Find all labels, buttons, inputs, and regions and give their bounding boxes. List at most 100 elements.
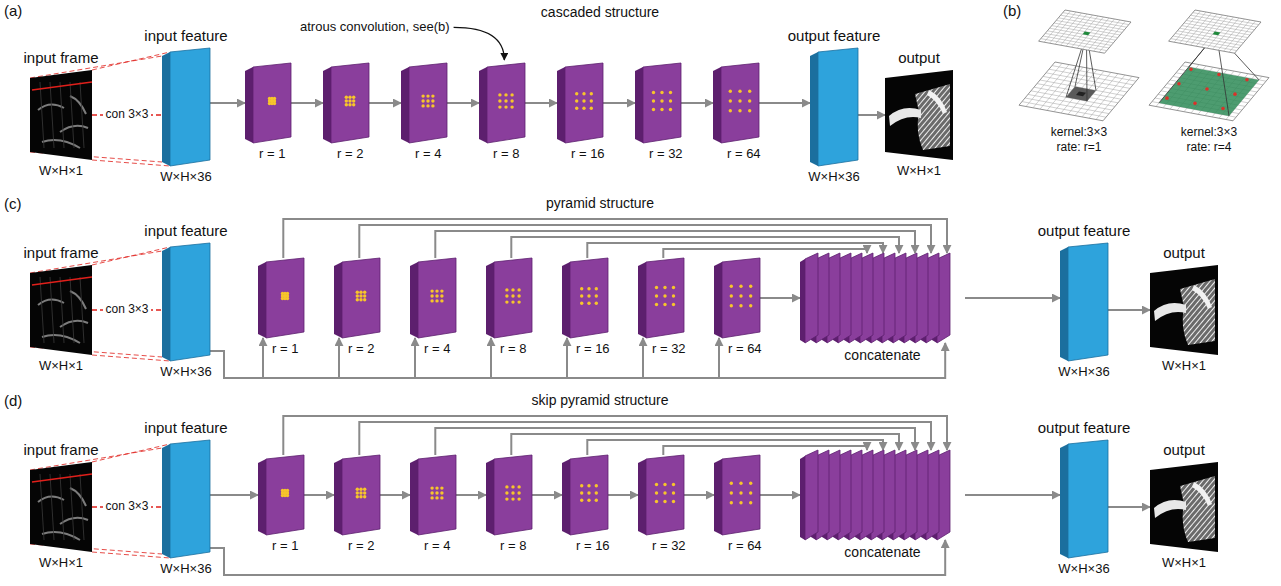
grid-line bbox=[1050, 28, 1116, 40]
grid-line bbox=[1045, 33, 1111, 45]
kernel-dot bbox=[590, 99, 593, 102]
input-frame-image: input frameW×H×1 bbox=[30, 70, 92, 160]
kernel-dot bbox=[1177, 82, 1181, 86]
connector bbox=[608, 494, 638, 496]
scan-line bbox=[40, 82, 44, 148]
kernel-dot bbox=[739, 491, 742, 494]
kernel-dot bbox=[505, 497, 508, 500]
frame-background bbox=[30, 462, 92, 552]
kernel-dot bbox=[498, 105, 501, 108]
block-heading: input feature bbox=[144, 419, 227, 436]
kernel-dot bbox=[356, 488, 359, 491]
kernel-dot bbox=[590, 107, 593, 110]
kernel-dot bbox=[652, 91, 655, 94]
block-shape bbox=[162, 440, 210, 558]
edge-label: con 3×3 bbox=[103, 500, 150, 514]
connector bbox=[435, 231, 915, 258]
atrous-conv-block: r = 64 bbox=[714, 258, 760, 338]
projection-line bbox=[92, 160, 170, 166]
connector bbox=[456, 494, 486, 496]
block-shape bbox=[713, 63, 759, 143]
slab-front bbox=[1068, 440, 1108, 558]
block-caption: r = 8 bbox=[500, 342, 526, 357]
block-caption: W×H×1 bbox=[1162, 556, 1206, 571]
echo-curve bbox=[70, 96, 86, 114]
grid-line bbox=[1047, 31, 1113, 43]
kernel-dot bbox=[730, 294, 733, 297]
projection-line bbox=[92, 247, 170, 265]
connector bbox=[525, 102, 557, 104]
kernel-dot bbox=[1233, 92, 1237, 96]
connector bbox=[511, 434, 899, 455]
scan-line bbox=[60, 277, 64, 343]
kernel-dot bbox=[431, 99, 434, 102]
kernel-dot bbox=[729, 109, 732, 112]
kernel-dot bbox=[655, 500, 658, 503]
kernel-dot bbox=[359, 294, 362, 297]
atrous-conv-block: r = 4 bbox=[410, 258, 456, 338]
atrous-conv-block: r = 16 bbox=[562, 258, 608, 338]
scan-line bbox=[40, 277, 44, 343]
block-caption: r = 1 bbox=[259, 147, 285, 162]
block-shape bbox=[638, 455, 684, 535]
block-shape bbox=[30, 70, 92, 160]
atrous-conv-block: r = 64 bbox=[714, 455, 760, 535]
kernel-dot bbox=[421, 104, 424, 107]
leader-arrow bbox=[454, 27, 505, 60]
block-shape bbox=[401, 63, 447, 143]
kernel-dot bbox=[435, 486, 438, 489]
output-image: outputW×H×1 bbox=[885, 70, 953, 160]
kernel-dot bbox=[363, 495, 366, 498]
annotation-text: rate: r=4 bbox=[1186, 141, 1231, 155]
block-shape bbox=[885, 70, 953, 160]
atrous-conv-block: r = 8 bbox=[479, 63, 525, 143]
kernel-dot bbox=[669, 99, 672, 102]
feature-block: output featureW×H×36 bbox=[810, 48, 858, 166]
kernel-dot bbox=[730, 304, 733, 307]
atrous-conv-block: r = 32 bbox=[635, 63, 681, 143]
slab-side bbox=[486, 459, 494, 535]
grid-plane bbox=[1039, 10, 1131, 53]
grid-line bbox=[1096, 76, 1132, 119]
kernel-dot bbox=[352, 96, 355, 99]
block-heading: output bbox=[1163, 441, 1205, 458]
connector bbox=[210, 338, 643, 378]
kernel-dot bbox=[739, 501, 742, 504]
connector bbox=[210, 338, 567, 378]
kernel-dot bbox=[356, 495, 359, 498]
slab-side bbox=[258, 459, 266, 535]
kernel-dot bbox=[504, 93, 507, 96]
block-caption: W×H×36 bbox=[160, 562, 211, 577]
kernel-dot bbox=[587, 287, 590, 290]
slab-front bbox=[722, 455, 760, 535]
kernel-dot bbox=[517, 294, 520, 297]
slab-side bbox=[479, 67, 487, 143]
kernel-dot bbox=[345, 96, 348, 99]
grid-line bbox=[1025, 98, 1109, 114]
kernel-dot bbox=[669, 91, 672, 94]
segmented-band bbox=[1154, 500, 1186, 518]
kernel-dot bbox=[672, 491, 675, 494]
connector bbox=[435, 428, 915, 455]
kernel-dot bbox=[363, 488, 366, 491]
projection-line bbox=[92, 444, 170, 462]
kernel-dot bbox=[498, 99, 501, 102]
connector bbox=[858, 114, 885, 116]
slab-side bbox=[1060, 444, 1068, 558]
connector bbox=[684, 494, 714, 496]
atrous-conv-block: r = 64 bbox=[713, 63, 759, 143]
connector bbox=[760, 297, 800, 299]
kernel-dot bbox=[505, 485, 508, 488]
kernel-dot bbox=[356, 491, 359, 494]
kernel-dot bbox=[431, 94, 434, 97]
kernel-dot bbox=[440, 289, 443, 292]
kernel-dot bbox=[655, 294, 658, 297]
stack-side bbox=[800, 259, 805, 343]
kernel-dot bbox=[510, 93, 513, 96]
kernel-dot bbox=[517, 300, 520, 303]
kernel-dot bbox=[575, 107, 578, 110]
slab-side bbox=[713, 67, 721, 143]
slab-side bbox=[401, 67, 409, 143]
grid-line bbox=[1175, 33, 1241, 45]
block-caption: r = 16 bbox=[576, 342, 610, 357]
